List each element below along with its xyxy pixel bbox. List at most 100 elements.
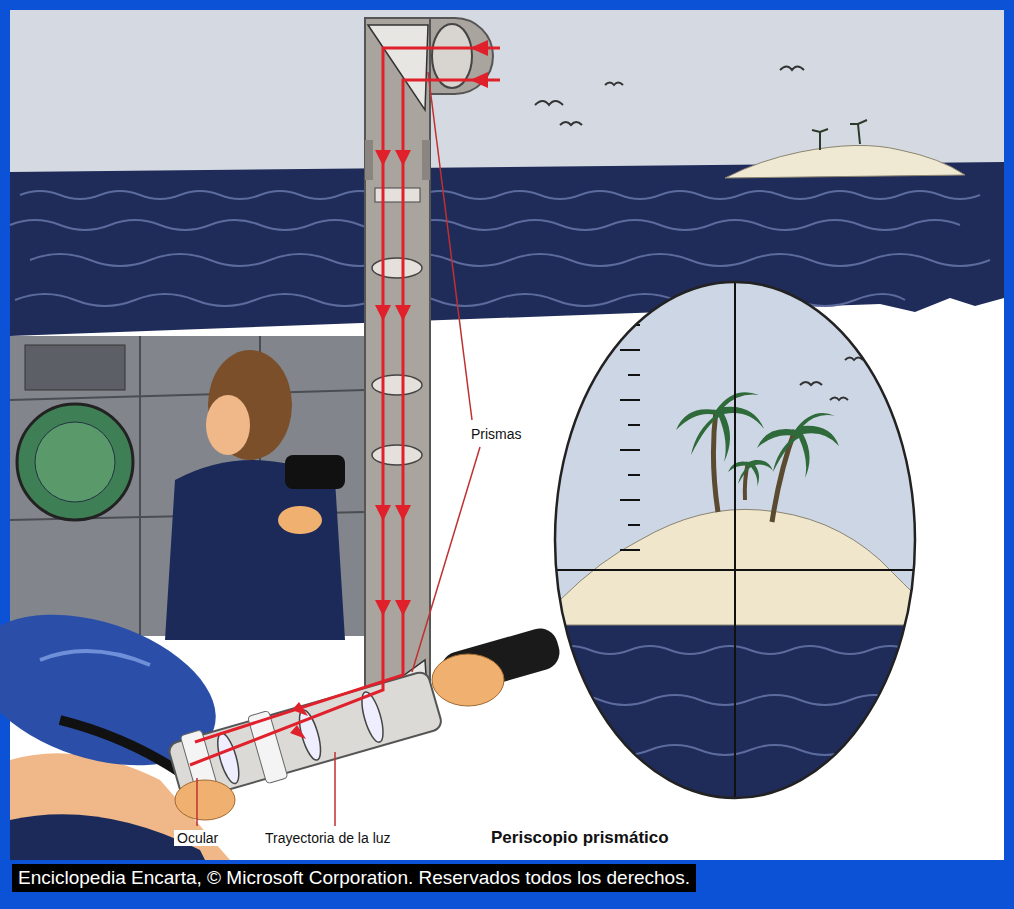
sea-part [30, 254, 990, 266]
periscope-view-part [555, 282, 915, 798]
periscope-view-part [757, 413, 839, 478]
leader-lines-part [428, 72, 472, 420]
sea-part [10, 191, 990, 306]
part-label: Trayectoria de la luz [262, 830, 394, 846]
periscope-tube-part [372, 375, 422, 395]
light-path-part [395, 505, 411, 521]
far-island [725, 120, 965, 178]
sky-part [10, 10, 1004, 180]
sea-part [10, 162, 1004, 336]
periscope-view-part [620, 549, 640, 551]
periscope-view-part [734, 280, 736, 800]
periscope-tube-part [368, 25, 428, 110]
periscope-view-part [800, 382, 822, 385]
control-room-part [35, 422, 115, 502]
light-path-part [395, 305, 411, 321]
periscope-view-part [628, 374, 640, 376]
light-path-part [395, 150, 411, 166]
control-room-part [25, 345, 125, 390]
light-path-part [190, 48, 500, 765]
second-sailor-part [206, 395, 250, 455]
leader-lines-part [196, 778, 198, 826]
copyright-caption: Enciclopedia Encarta, © Microsoft Corpor… [12, 864, 696, 892]
periscope-tube-part [372, 445, 422, 465]
light-path-part [195, 80, 500, 742]
light-path-part [395, 600, 411, 616]
birds-part [560, 122, 582, 125]
periscope-view-part [550, 745, 950, 755]
birds-part [780, 67, 804, 71]
birds-part [605, 83, 623, 86]
periscope-view-part [676, 392, 764, 462]
periscope-view-part [845, 358, 863, 361]
leader-lines [197, 72, 480, 826]
light-path-part [375, 150, 391, 166]
control-room-part [10, 390, 365, 400]
periscope-tube-part [372, 258, 422, 278]
second-sailor-part [285, 455, 345, 489]
hands-and-handle [175, 624, 564, 820]
control-room-part [17, 404, 133, 520]
light-path-part [470, 40, 488, 56]
control-room-part [139, 336, 141, 636]
diagram-title: Periscopio prismático [488, 828, 672, 848]
periscope-view-part [620, 399, 640, 401]
periscope-view-part [550, 646, 950, 755]
second-sailor-part [278, 506, 322, 534]
sea-part [10, 220, 960, 230]
far-island-part [812, 120, 867, 150]
eyepiece-part [247, 710, 287, 783]
sea-part [20, 191, 980, 199]
periscope-view-part [620, 349, 640, 351]
light-path [190, 40, 500, 765]
periscope-view-part [540, 280, 950, 810]
periscope-view [540, 280, 950, 810]
eyepiece-part [213, 731, 243, 785]
light-path-part [375, 505, 391, 521]
periscope-view-part [628, 474, 640, 476]
sea [10, 162, 1004, 336]
periscope-view-part [620, 449, 640, 451]
periscope-tube-part [432, 24, 472, 88]
light-path-part [470, 72, 488, 88]
periscope-view-part [620, 299, 640, 301]
periscope-tube-part [422, 140, 430, 180]
front-sailor-part [40, 651, 150, 665]
front-sailor [0, 587, 235, 860]
periscope-view-part [550, 569, 920, 571]
leader-lines-part [334, 752, 336, 826]
light-path-part [290, 725, 306, 739]
periscope-view-part [628, 424, 640, 426]
periscope-tube-part [365, 18, 430, 708]
periscope-view-part [540, 509, 925, 625]
leader-lines-part [412, 447, 480, 672]
periscope-view-part [830, 398, 848, 401]
far-island-part [725, 145, 965, 178]
periscope-tube-part [365, 140, 373, 180]
hands-and-handle-part [175, 780, 235, 820]
light-path-part [375, 305, 391, 321]
periscope-view-part [550, 280, 920, 800]
light-path-part [375, 600, 391, 616]
birds [535, 67, 804, 126]
part-label: Ocular [174, 830, 221, 846]
hands-and-handle-part [432, 654, 504, 706]
periscope-view-part [676, 392, 839, 487]
second-sailor [165, 350, 345, 640]
periscope-view-part [772, 430, 795, 522]
sky [10, 10, 1004, 180]
periscope-view-part [620, 499, 640, 501]
birds-part [535, 101, 563, 105]
periscope-view-part [628, 524, 640, 526]
periscope-view-part [713, 410, 718, 512]
periscope-view-part [550, 646, 950, 654]
periscope-view-part [550, 695, 950, 705]
periscope-view-part [800, 358, 863, 401]
part-label: Prismas [468, 426, 525, 442]
light-path-part [292, 702, 308, 716]
periscope-tube-part [430, 18, 493, 94]
